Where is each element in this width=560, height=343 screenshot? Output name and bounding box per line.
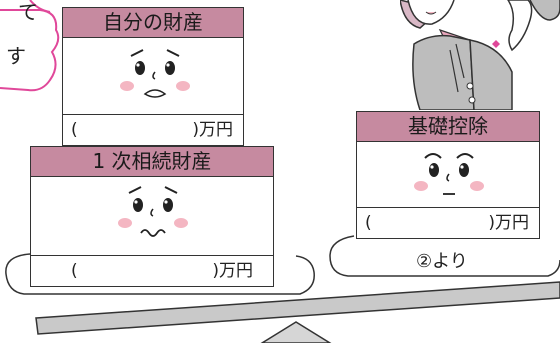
basic-deduction-unit: )万円 (488, 213, 529, 233)
worried-face-icon (120, 49, 190, 98)
first-inheritance-paren-open: ( (71, 261, 78, 281)
speech-bubble-text-1: て (18, 0, 38, 24)
own-assets-unit: )万円 (192, 120, 233, 140)
basic-deduction-title: 基礎控除 (357, 112, 539, 142)
calm-face-icon (414, 153, 484, 195)
basic-deduction-amount-row: ( )万円 (357, 207, 539, 238)
speech-bubble (0, 0, 60, 92)
own-assets-title: 自分の財産 (63, 8, 243, 38)
own-assets-paren-open: ( (71, 120, 78, 140)
first-inheritance-box: 1 次相続財産 ( )万円 (30, 146, 274, 287)
own-assets-amount-row: ( )万円 (63, 114, 243, 145)
basic-deduction-paren-open: ( (365, 213, 372, 233)
woman-presenter-illustration (400, 0, 560, 110)
basic-deduction-box: 基礎控除 ( )万円 (356, 111, 540, 239)
speech-bubble-text-2: す (6, 44, 26, 68)
first-inheritance-unit: )万円 (212, 261, 253, 281)
anxious-face-icon (118, 186, 188, 237)
first-inheritance-title: 1 次相続財産 (31, 147, 273, 177)
basic-deduction-note: ②より (416, 251, 468, 272)
first-inheritance-amount-row: ( )万円 (31, 255, 273, 286)
own-assets-box: 自分の財産 ( )万円 (62, 7, 244, 146)
